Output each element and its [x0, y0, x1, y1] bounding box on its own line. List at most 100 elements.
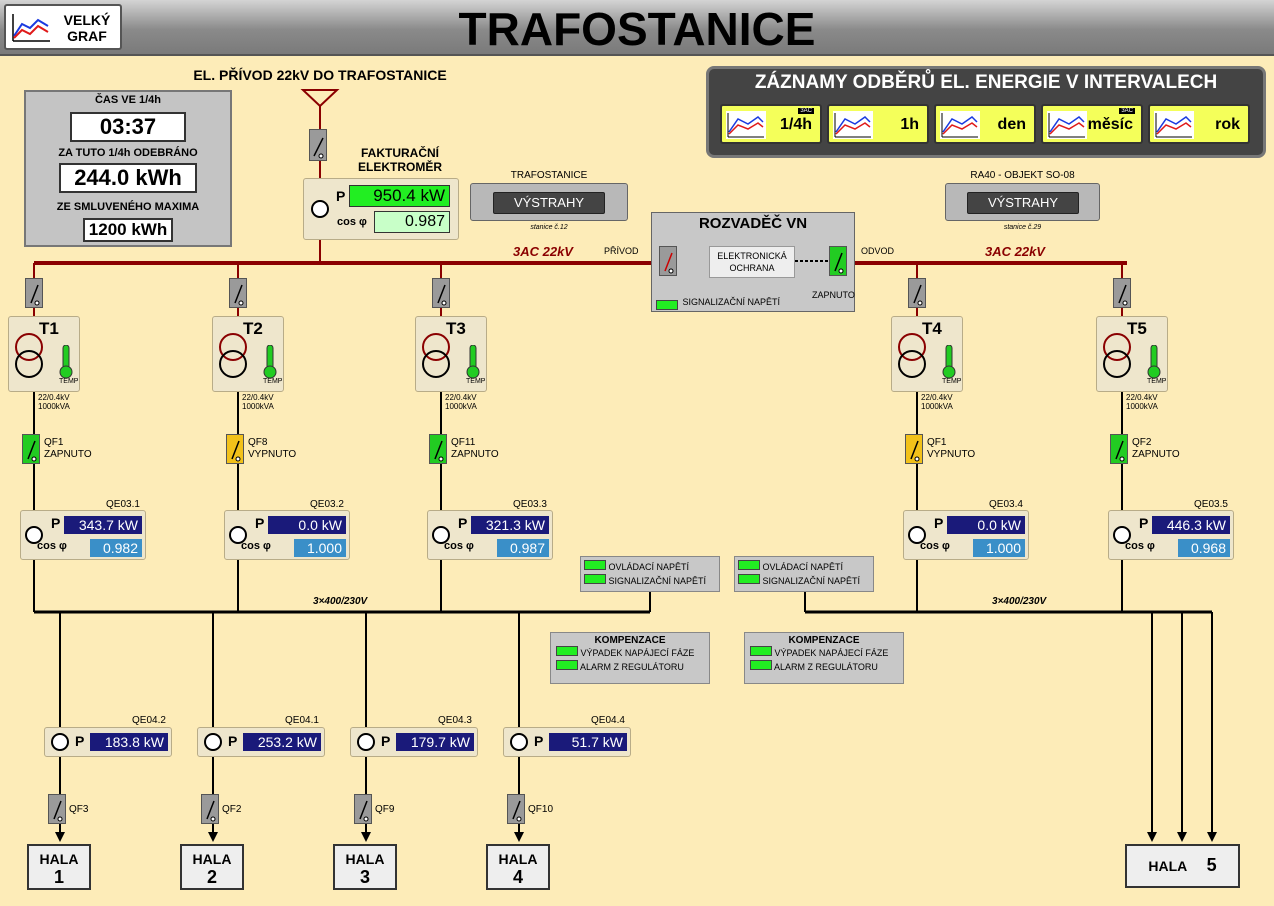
- supply-title: EL. PŘÍVOD 22kV DO TRAFOSTANICE: [193, 67, 447, 83]
- p-label: P: [934, 515, 944, 531]
- feeder-switch[interactable]: [48, 794, 66, 824]
- supply-cos-value: 0.987: [374, 211, 450, 233]
- breaker-switch[interactable]: [22, 434, 40, 464]
- power-value: 0.0 kW: [268, 516, 346, 534]
- protection-line1: ELEKTRONICKÁ: [717, 251, 787, 261]
- hv-switch[interactable]: [25, 278, 43, 308]
- switchgear-input-switch[interactable]: [659, 246, 677, 276]
- chart-icon: [10, 12, 52, 44]
- compensation-panel-left: KOMPENZACE VÝPADEK NAPÁJECÍ FÁZE ALARM Z…: [550, 632, 710, 684]
- record-button-1[interactable]: 1h: [827, 104, 929, 144]
- hv-switch[interactable]: [229, 278, 247, 308]
- meter-icon: [908, 526, 926, 544]
- records-title: ZÁZNAMY ODBĚRŮ EL. ENERGIE V INTERVALECH: [754, 72, 1218, 93]
- switchgear-output-switch[interactable]: [829, 246, 847, 276]
- record-button-4[interactable]: rok: [1148, 104, 1250, 144]
- switchgear-signal: SIGNALIZAČNÍ NAPĚTÍ: [656, 297, 780, 315]
- supply-p-value: 950.4 kW: [349, 185, 450, 207]
- record-label: měsíc: [1087, 116, 1133, 133]
- breaker-state: ZAPNUTO: [1132, 449, 1180, 460]
- switch-icon: [313, 137, 324, 159]
- breaker-switch[interactable]: [905, 434, 923, 464]
- rating-power: 1000kVA: [1126, 402, 1158, 411]
- status-label: OVLÁDACÍ NAPĚTÍ: [608, 562, 690, 572]
- compensation-led: [750, 646, 772, 656]
- switchgear-title: ROZVADĚČ VN: [698, 215, 808, 232]
- chart-icon: [833, 111, 873, 139]
- breaker-switch[interactable]: [226, 434, 244, 464]
- switch-icon: [913, 284, 923, 306]
- warning-title-1: TRAFOSTANICE: [510, 170, 588, 181]
- chart-icon-wrap: [1047, 111, 1087, 144]
- status-led: [584, 560, 606, 570]
- p-label: P: [75, 733, 85, 749]
- status-row: SIGNALIZAČNÍ NAPĚTÍ: [584, 574, 719, 588]
- meter-icon: [357, 733, 375, 751]
- meter-tag: QE03.2: [310, 499, 344, 510]
- switch-icon: [30, 284, 40, 306]
- temp-label: TEMP: [1147, 378, 1167, 385]
- status-panel-left: OVLÁDACÍ NAPĚTÍ SIGNALIZAČNÍ NAPĚTÍ: [580, 556, 720, 592]
- transformer-icon: [219, 333, 247, 378]
- hv-switch[interactable]: [1113, 278, 1131, 308]
- switch-icon: [664, 252, 674, 274]
- hall-label: HALA: [498, 851, 538, 867]
- hall-number: 4: [512, 867, 523, 887]
- hv-switch[interactable]: [908, 278, 926, 308]
- electronic-protection: ELEKTRONICKÁ OCHRANA: [709, 246, 795, 278]
- thermometer-icon: [1147, 345, 1161, 379]
- breaker-switch[interactable]: [429, 434, 447, 464]
- hall-label: HALA: [39, 851, 79, 867]
- p-label: P: [1139, 515, 1149, 531]
- feeder-switch[interactable]: [354, 794, 372, 824]
- feeder-switch[interactable]: [507, 794, 525, 824]
- breaker-id: QF2: [1132, 437, 1152, 448]
- power-value: 446.3 kW: [1152, 516, 1230, 534]
- rating-voltage: 22/0.4kV: [1126, 393, 1158, 402]
- warnings-button-1[interactable]: VÝSTRAHY: [493, 192, 605, 214]
- transformer-name: T4: [922, 319, 942, 338]
- status-led: [584, 574, 606, 584]
- feeder-switch[interactable]: [201, 794, 219, 824]
- switchgear-output-label: ODVOD: [861, 246, 895, 256]
- supply-switch[interactable]: [309, 129, 327, 161]
- big-graph-button[interactable]: VELKÝ GRAF: [4, 4, 122, 50]
- switch-icon: [53, 800, 63, 822]
- switch-icon: [359, 800, 369, 822]
- signal-label: SIGNALIZAČNÍ NAPĚTÍ: [682, 297, 780, 307]
- record-label: 1h: [900, 116, 919, 133]
- rating-power: 1000kVA: [445, 402, 477, 411]
- cos-value: 1.000: [973, 539, 1025, 557]
- p-label: P: [534, 733, 544, 749]
- warnings-button-2[interactable]: VÝSTRAHY: [967, 192, 1079, 214]
- rating-power: 1000kVA: [38, 402, 70, 411]
- record-label: den: [997, 116, 1026, 133]
- cos-label: cos φ: [1125, 540, 1155, 552]
- breaker-id: QF1: [927, 437, 947, 448]
- p-label: P: [381, 733, 391, 749]
- feeder-power: 253.2 kW: [243, 733, 321, 751]
- hv-switch[interactable]: [432, 278, 450, 308]
- record-button-2[interactable]: den: [934, 104, 1036, 144]
- station-1: stanice č.12: [530, 224, 568, 231]
- rating-voltage: 22/0.4kV: [242, 393, 274, 402]
- breaker-switch[interactable]: [1110, 434, 1128, 464]
- transformer-name: T1: [39, 319, 59, 338]
- meter-icon: [25, 526, 43, 544]
- rating-voltage: 22/0.4kV: [921, 393, 953, 402]
